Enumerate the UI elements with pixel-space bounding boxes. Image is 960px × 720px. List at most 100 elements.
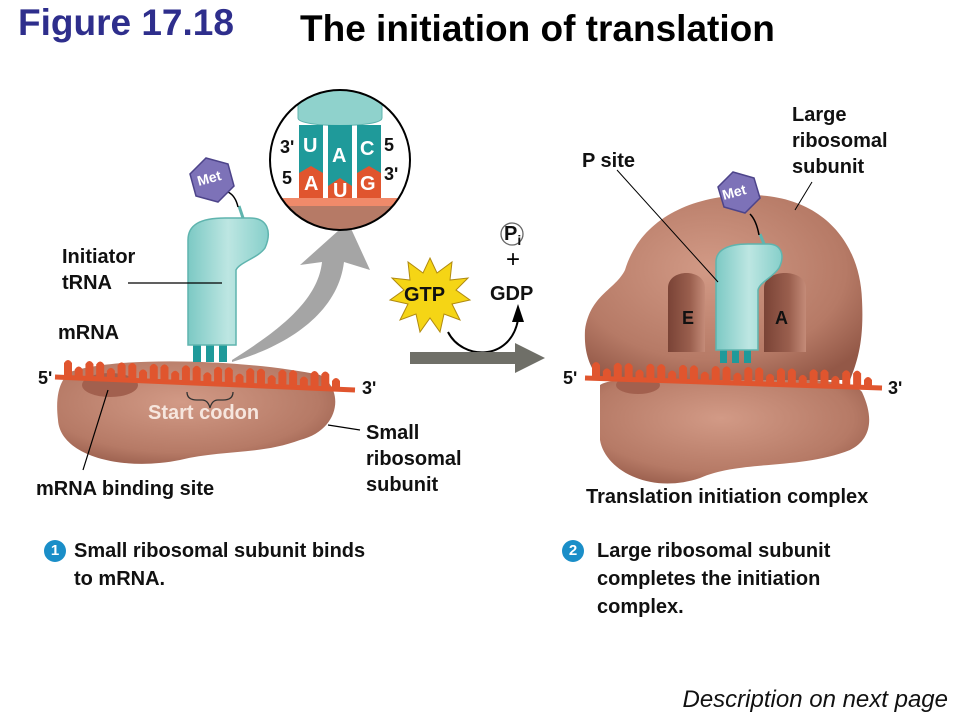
initiator-trna-2 (715, 213, 783, 363)
five-prime-text-2: 5 (563, 368, 574, 388)
start-codon-label: Start codon (148, 402, 260, 424)
e-site-label: E (682, 308, 695, 328)
step-2-line1: Large ribosomal subunit (597, 540, 831, 562)
mrna-base (74, 366, 83, 378)
mrna-base (842, 370, 851, 388)
mrna-base (214, 366, 223, 384)
initiator-trna-1 (187, 191, 269, 362)
complex-label: Translation initiation complex (586, 486, 869, 508)
mrna-label: mRNA (58, 322, 120, 344)
step-1-badge: 1 (44, 540, 66, 562)
inset-right-bottom-text: 3 (384, 164, 395, 184)
codon-base-1: A (304, 173, 319, 195)
mrna-base (624, 363, 633, 381)
hydrolysis-arrowhead (512, 304, 524, 322)
binding-site-label: mRNA binding site (36, 478, 215, 500)
initiator-trna-label-line2: tRNA (62, 272, 112, 294)
mrna-base (733, 372, 742, 384)
e-site-pocket (668, 273, 705, 352)
small-ribosomal-subunit-2 (600, 375, 870, 484)
mrna-base (646, 363, 655, 381)
mrna-base (668, 370, 677, 382)
figure-title: The initiation of translation (300, 8, 775, 49)
mrna-base (267, 375, 276, 387)
inset-left-bottom: 5 (282, 168, 293, 188)
mrna-base (853, 370, 862, 388)
small-subunit-label-line3: subunit (366, 474, 439, 496)
mrna-base (689, 365, 698, 383)
mrna-base (149, 363, 158, 381)
mrna-base (160, 364, 169, 382)
mrna-base (192, 365, 201, 383)
p-site-leader-line (616, 169, 719, 283)
a-site-label: A (775, 308, 788, 328)
large-subunit-label: Large ribosomal subunit (792, 102, 888, 180)
mrna-base (321, 371, 330, 389)
mrna-base (299, 376, 308, 388)
pi-text: P (504, 223, 518, 245)
step-2-badge: 2 (562, 540, 584, 562)
step-2-line2: completes the initiation (597, 568, 821, 590)
initiator-trna-label-line1: Initiator (62, 246, 136, 268)
mrna-base (203, 372, 212, 384)
gtp-label: GTP (404, 284, 446, 306)
footer-note: Description on next page (682, 686, 949, 713)
large-subunit-leader-line (794, 181, 813, 211)
inset-left-top-text: 3 (280, 137, 291, 157)
mrna-base (246, 368, 255, 386)
zoom-arrow (232, 222, 370, 362)
start-codon-brace (186, 391, 234, 409)
mrna-strand-2 (584, 362, 883, 391)
anticodon-base-2: A (332, 145, 347, 167)
anticodon-base-1: U (303, 135, 318, 157)
mrna-base (117, 362, 126, 380)
met-amino-acid-2 (717, 171, 761, 214)
mrna-strand-1 (54, 360, 356, 393)
mrna-base (766, 373, 775, 385)
mrna-base (820, 369, 829, 387)
codon-base-2: U (333, 180, 348, 202)
mrna-base (235, 373, 244, 385)
three-prime-label-1: 3ʹ (362, 378, 377, 398)
mrna-base (128, 362, 137, 380)
inset-right-top: 5 (384, 135, 395, 155)
mrna-base (289, 370, 298, 388)
mrna-base (787, 368, 796, 386)
mrna-base (310, 371, 319, 389)
inset-left-top: 3ʹ (280, 137, 295, 157)
hydrolysis-arrow (447, 319, 519, 354)
step-1-text: Small ribosomal subunit binds to mRNA. (74, 537, 365, 593)
mrna-base (602, 368, 611, 380)
plus-sign: + (506, 246, 521, 273)
mrna-base (332, 378, 340, 389)
mrna-base (256, 368, 265, 386)
mrna-base (776, 368, 785, 386)
process-arrow (410, 343, 545, 373)
small-subunit-leader-line (327, 424, 361, 431)
step-1-line1: Small ribosomal subunit binds (74, 540, 366, 562)
mrna-base (831, 375, 840, 387)
mrna-base (106, 367, 115, 379)
three-prime-label-2: 3ʹ (888, 378, 903, 398)
mrna-base (613, 362, 622, 380)
mrna-base (171, 370, 180, 382)
gdp-label: GDP (490, 283, 534, 305)
figure-number: Figure 17.18 (18, 2, 234, 43)
three-prime-text-2: 3 (888, 378, 899, 398)
mrna-base (64, 360, 72, 377)
mrna-base (722, 366, 731, 384)
met-amino-acid-1 (189, 157, 235, 203)
codon-base-3: G (360, 173, 376, 195)
five-prime-text-1: 5 (38, 368, 49, 388)
a-site-pocket (764, 273, 806, 352)
mrna-base (85, 360, 94, 378)
inset-right-bottom: 3ʹ (384, 164, 399, 184)
mrna-base (635, 369, 644, 381)
pi-label: Pi (504, 221, 521, 253)
mrna-base (278, 369, 287, 387)
small-subunit-label-line1: Small (366, 422, 420, 444)
mrna-base (809, 369, 818, 387)
gtp-starburst (388, 256, 472, 334)
large-subunit-label-line2: ribosomal (792, 130, 888, 152)
mrna-base (700, 371, 709, 383)
